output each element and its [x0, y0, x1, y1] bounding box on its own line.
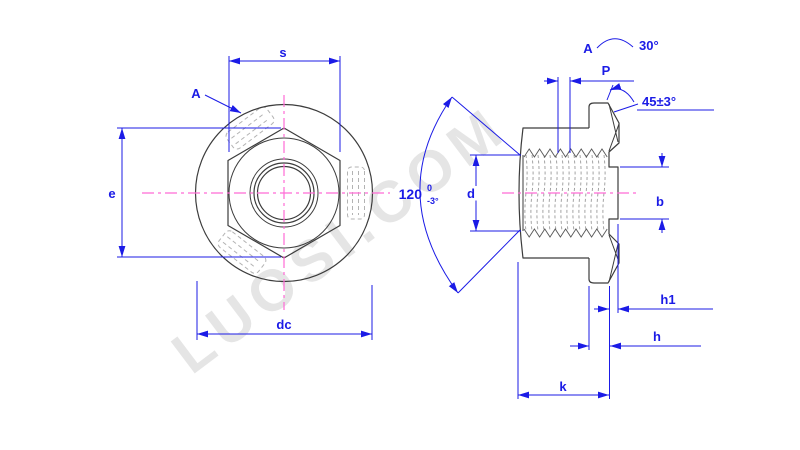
thread-crest-bottom: [523, 228, 608, 238]
dim-angle120: 120 0 -3°: [399, 96, 521, 294]
dim-e: e: [108, 127, 281, 258]
detail-label-a: A: [583, 41, 593, 56]
dim-p: P: [544, 63, 634, 153]
leader-a: A: [191, 86, 242, 114]
dim-d: d: [465, 154, 521, 232]
dim-label-chamfer45: 45±3°: [642, 94, 676, 109]
front-view: s A e dc: [108, 45, 390, 340]
dim-label-h: h: [653, 329, 661, 344]
dim-label-h1: h1: [660, 292, 675, 307]
dim-label-p: P: [602, 63, 611, 78]
dim-s: s: [228, 45, 341, 152]
leader-label-a: A: [191, 86, 201, 101]
dim-label-e: e: [108, 186, 115, 201]
thread-crest-top: [523, 148, 608, 158]
dim-k: k: [517, 262, 610, 399]
dim-label-angle120-sup: 0: [427, 183, 432, 193]
dim-dc: dc: [196, 281, 373, 340]
dim-label-angle120: 120: [399, 186, 423, 202]
dim-label-b: b: [656, 194, 664, 209]
dim-h1: h1: [594, 224, 713, 313]
dim-label-dc: dc: [276, 317, 291, 332]
dim-b: b: [620, 153, 669, 233]
detail-a-note: A 30°: [583, 38, 658, 56]
dim-label-k: k: [559, 379, 567, 394]
side-view: d P 45±3° 120 0 -3°: [399, 63, 714, 399]
detail-arc: [596, 38, 634, 49]
dim-label-s: s: [279, 45, 286, 60]
serration-patch: [217, 230, 267, 274]
flange-chamfer-facets: [608, 103, 620, 283]
dim-label-d: d: [467, 186, 475, 201]
detail-label-angle: 30°: [639, 38, 659, 53]
dim-label-angle120-sub: -3°: [427, 196, 439, 206]
dim-chamfer45: 45±3°: [606, 83, 714, 113]
dim-h: h: [570, 286, 701, 350]
